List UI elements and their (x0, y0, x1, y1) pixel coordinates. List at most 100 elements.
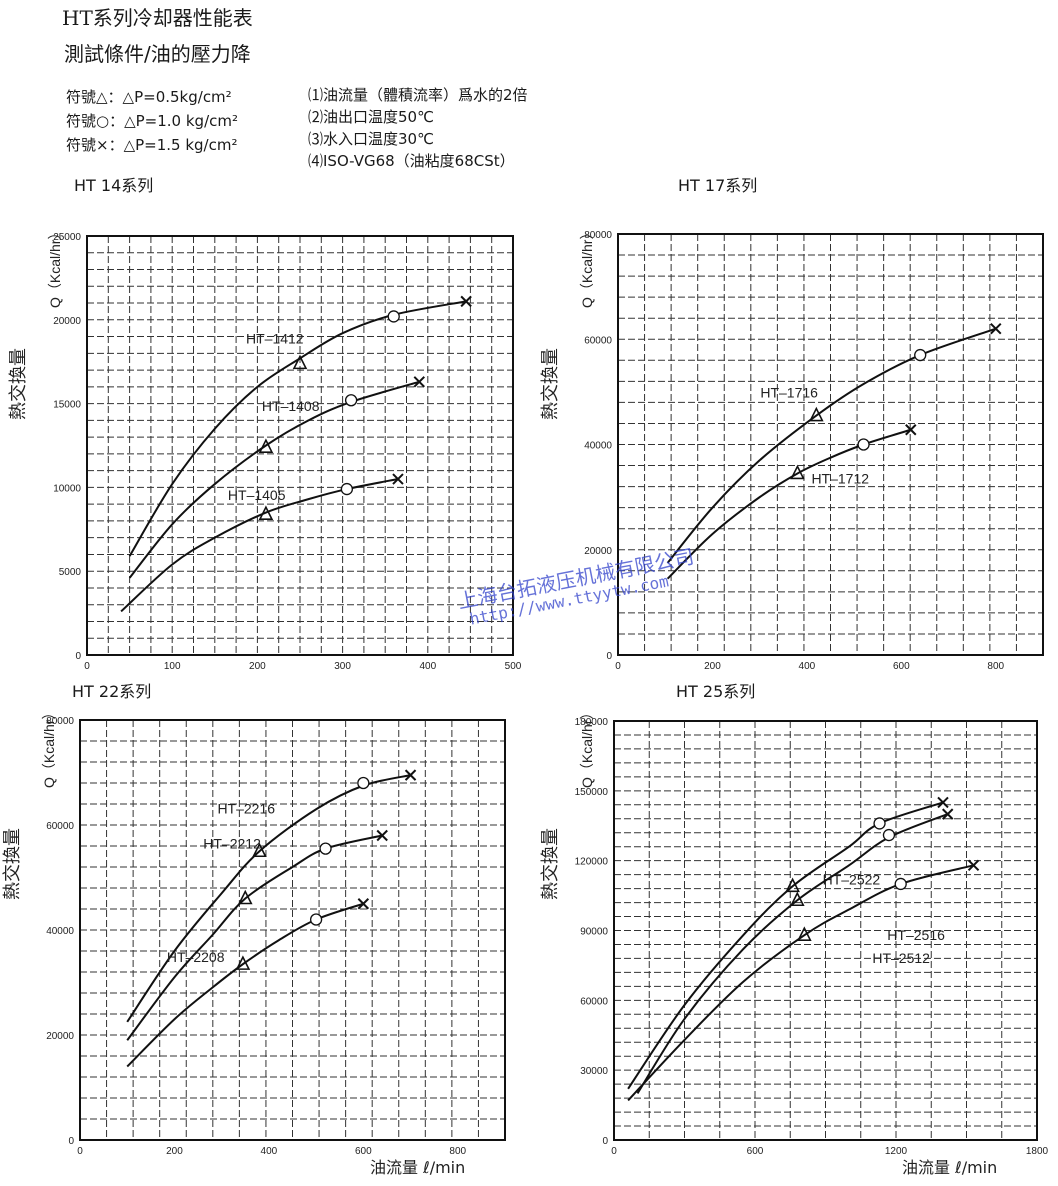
marker-cross (990, 323, 1002, 335)
marker-triangle (258, 438, 274, 453)
marker-triangle (797, 926, 812, 941)
marker-cross (376, 829, 388, 842)
legend-cross-value: △P=1.5 kg/cm² (123, 136, 238, 154)
y-axis-unit: Q（Kcal/hr） (41, 706, 57, 788)
x-tick-label: 500 (505, 661, 522, 672)
y-axis-label: 熱交換量 (540, 348, 561, 420)
y-tick-label: 0 (602, 1136, 608, 1147)
x-tick-label: 1800 (1026, 1146, 1049, 1157)
y-tick-label: 80000 (46, 716, 74, 727)
chart-title-ht14: HT 14系列 (74, 176, 154, 195)
plot-frame (617, 233, 1044, 656)
marker-cross (905, 424, 917, 436)
series-label: HT–1405 (228, 487, 286, 503)
test-conditions-heading: 測試條件/油的壓力降 (64, 42, 251, 66)
legend-cross: 符號×：△P=1.5 kg/cm² (66, 134, 237, 155)
y-tick-label: 60000 (580, 996, 608, 1007)
marker-circle (387, 310, 400, 323)
series-label: HT–2208 (167, 949, 225, 965)
marker-circle (857, 438, 870, 451)
x-tick-label: 600 (747, 1146, 764, 1157)
series-label: HT–1716 (760, 385, 818, 401)
x-tick-label: 600 (893, 661, 910, 672)
y-tick-label: 30000 (580, 1066, 608, 1077)
condition-4: ⑷ISO-VG68（油粘度68CSt） (308, 152, 515, 170)
marker-cross (392, 473, 404, 485)
marker-triangle (237, 889, 253, 905)
chart-title-ht25: HT 25系列 (676, 682, 756, 701)
y-tick-label: 0 (606, 651, 612, 662)
x-tick-label: 200 (166, 1146, 183, 1157)
y-tick-label: 0 (68, 1136, 74, 1147)
y-axis-unit: Q（Kcal/hr） (47, 226, 63, 308)
series-label: HT–1408 (262, 398, 320, 414)
x-tick-label: 800 (987, 661, 1004, 672)
y-tick-label: 90000 (580, 927, 608, 938)
series-line-ht-2212 (126, 834, 383, 1041)
y-axis-unit: Q（Kcal/hr） (579, 706, 595, 788)
series-label: HT–1412 (246, 330, 304, 346)
marker-triangle (809, 406, 824, 422)
y-axis-label: 熱交換量 (540, 828, 561, 900)
legend-triangle-label: 符號△： (66, 88, 123, 106)
marker-circle (357, 776, 370, 790)
page-title: HT系列冷却器性能表 (62, 6, 253, 30)
marker-circle (344, 394, 358, 407)
condition-1: ⑴油流量（體積流率）爲水的2倍 (308, 86, 528, 104)
series-line-ht-2208 (126, 902, 364, 1068)
marker-cross (460, 295, 472, 308)
plot-frame (613, 720, 1038, 1141)
y-tick-label: 0 (75, 651, 81, 662)
y-tick-label: 20000 (46, 1031, 74, 1042)
y-axis-label: 熱交換量 (8, 348, 29, 420)
y-tick-label: 5000 (59, 567, 82, 578)
y-tick-label: 150000 (575, 787, 609, 798)
plot-frame (86, 235, 514, 656)
marker-triangle (790, 464, 805, 480)
y-tick-label: 180000 (575, 717, 609, 728)
marker-triangle (252, 842, 267, 858)
marker-triangle (235, 955, 251, 970)
y-tick-label: 10000 (53, 483, 81, 494)
y-tick-label: 20000 (53, 316, 81, 327)
y-axis-unit: Q（Kcal/hr） (579, 226, 595, 308)
marker-cross (357, 898, 370, 910)
legend-circle-value: △P=1.0 kg/cm² (124, 112, 238, 130)
marker-circle (894, 877, 907, 891)
y-tick-label: 40000 (584, 441, 612, 452)
y-tick-label: 120000 (575, 857, 609, 868)
legend-circle: 符號○：△P=1.0 kg/cm² (66, 110, 238, 131)
y-tick-label: 15000 (53, 400, 81, 411)
x-tick-label: 200 (249, 661, 266, 672)
x-tick-label: 0 (84, 661, 90, 672)
x-tick-label: 200 (704, 661, 721, 672)
x-tick-label: 0 (615, 661, 621, 672)
marker-circle (309, 913, 323, 926)
series-label: HT–2216 (217, 800, 275, 816)
condition-3: ⑶水入口温度30℃ (308, 130, 434, 148)
marker-circle (340, 482, 354, 496)
x-tick-label: 400 (419, 661, 436, 672)
marker-cross (941, 808, 954, 820)
legend-circle-label: 符號○： (66, 112, 125, 130)
legend-cross-label: 符號×： (66, 136, 124, 154)
series-label: HT–2522 (823, 871, 881, 887)
marker-triangle (292, 354, 308, 370)
series-label: HT–2512 (872, 950, 930, 966)
legend-triangle-value: △P=0.5kg/cm² (122, 88, 232, 106)
series-label: HT–1712 (811, 470, 869, 486)
marker-circle (873, 817, 886, 830)
x-axis-label: 油流量 ℓ/min (370, 1158, 465, 1177)
y-axis-label: 熱交換量 (2, 828, 23, 900)
legend-triangle: 符號△：△P=0.5kg/cm² (66, 86, 232, 107)
series-line-ht-1716 (666, 327, 997, 564)
marker-triangle (790, 891, 805, 907)
x-tick-label: 400 (261, 1146, 278, 1157)
y-tick-label: 25000 (53, 232, 81, 243)
x-tick-label: 100 (164, 661, 181, 672)
x-tick-label: 0 (611, 1146, 617, 1157)
series-line-ht-1712 (666, 428, 912, 580)
